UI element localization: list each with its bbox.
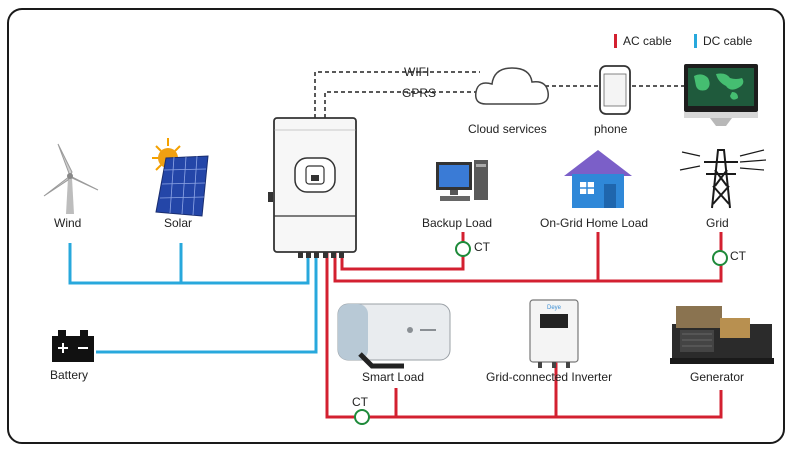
gprs-line (324, 91, 480, 118)
generator-icon (670, 306, 774, 364)
legend-dc-swatch (694, 34, 697, 48)
ct-label-backup: CT (474, 240, 490, 254)
cloud-label: Cloud services (468, 122, 547, 136)
battery-label: Battery (50, 368, 89, 382)
battery-icon (52, 330, 94, 362)
wifi-line (314, 71, 480, 118)
house-icon (564, 150, 632, 208)
ct-label-smart: CT (352, 395, 368, 409)
legend-ac-swatch (614, 34, 617, 48)
monitor-map-icon (684, 64, 758, 126)
legend-dc-label: DC cable (703, 34, 753, 48)
ct-label-grid: CT (730, 249, 746, 263)
hybrid-inverter-icon (268, 117, 357, 258)
smart-load-label: Smart Load (362, 370, 425, 384)
grid-label: Grid (706, 216, 729, 230)
solar-label: Solar (164, 216, 193, 230)
backup-load-label: Backup Load (422, 216, 493, 230)
cloud-icon (474, 67, 549, 105)
legend-ac-label: AC cable (623, 34, 672, 48)
smartphone-icon (599, 65, 631, 115)
ac-cable-backup (340, 232, 465, 271)
legend-dc: DC cable (694, 34, 752, 48)
grid-inverter-label: Grid-connected Inverter (486, 370, 613, 384)
ct-ring-smart (354, 409, 370, 425)
diagram-border (7, 8, 785, 444)
wind-turbine-icon (43, 143, 99, 214)
desktop-computer-icon (436, 160, 488, 201)
ct-ring-backup (455, 241, 471, 257)
wind-label: Wind (54, 216, 82, 230)
ongrid-load-label: On-Grid Home Load (540, 216, 649, 230)
ac-cable-grid (333, 232, 723, 283)
dc-cable-wind-solar (68, 243, 310, 285)
dc-cable-battery (96, 252, 318, 354)
generator-label: Generator (690, 370, 745, 384)
power-tower-icon (679, 149, 767, 209)
legend-ac: AC cable (614, 34, 672, 48)
comm-lines (314, 71, 684, 118)
ac-cable-lower-bus (325, 252, 723, 419)
wifi-label: WIFI (404, 65, 430, 79)
phone-label: phone (594, 122, 628, 136)
gprs-label: GPRS (402, 86, 437, 100)
solar-panel-icon (152, 138, 209, 217)
svg-text:Deye: Deye (547, 305, 562, 311)
dc-cables (68, 243, 318, 354)
string-inverter-icon: Deye (529, 299, 579, 368)
water-heater-icon (337, 303, 451, 369)
ct-ring-grid (712, 250, 728, 266)
